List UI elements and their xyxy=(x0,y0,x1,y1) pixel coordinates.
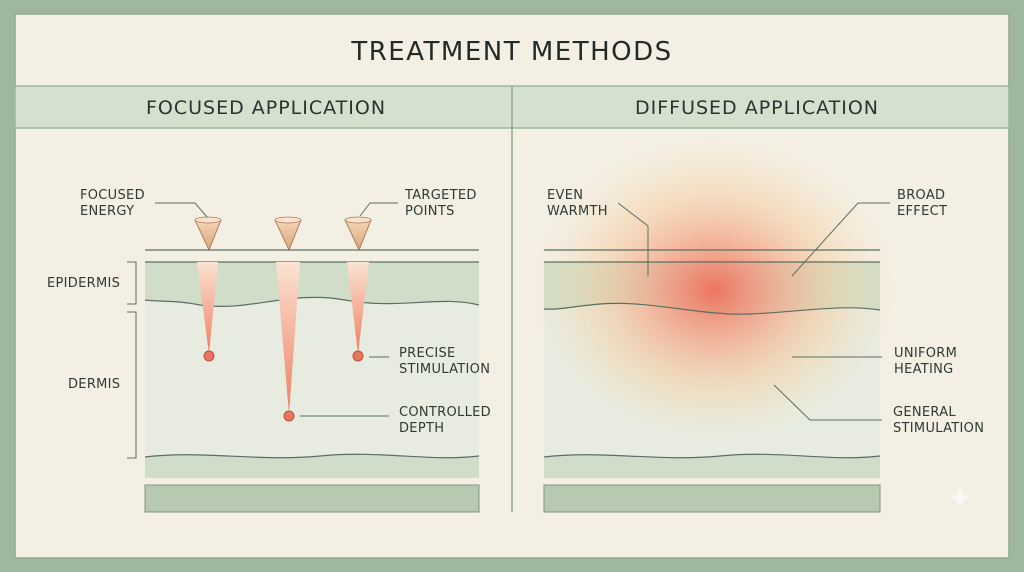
targeted-points-label-line-1: TARGETED xyxy=(404,188,477,203)
diffused-skin-section xyxy=(534,140,894,513)
focused-base-layer xyxy=(144,484,480,513)
general-stimulation-leader xyxy=(773,384,882,421)
general-stimulation-label-line-2: STIMULATION xyxy=(893,421,984,436)
diffused-lower-tissue-band xyxy=(544,454,880,478)
epidermis-label: EPIDERMIS xyxy=(47,276,120,291)
general-stimulation-label-line-1: GENERAL xyxy=(893,405,956,420)
epidermis-bracket xyxy=(127,261,137,305)
even-warmth-label: EVEN WARMTH xyxy=(547,188,608,219)
focused-energy-label-line-2: ENERGY xyxy=(80,204,134,219)
focused-skin-section xyxy=(144,216,480,513)
dermis-bracket xyxy=(127,311,137,459)
sparkle-icon xyxy=(949,486,971,508)
targeted-points-leader xyxy=(359,202,398,217)
focused-energy-label-line-1: FOCUSED xyxy=(80,188,145,203)
focused-energy-leader xyxy=(155,202,208,218)
even-warmth-label-line-2: WARMTH xyxy=(547,204,608,219)
diagram-title: TREATMENT METHODS xyxy=(350,37,672,67)
focused-energy-beam-3 xyxy=(347,262,369,354)
applicator-cone-3-top xyxy=(344,216,372,224)
applicator-cone-2-top xyxy=(274,216,302,224)
uniform-heating-label-line-2: HEATING xyxy=(894,362,954,377)
focused-energy-label: FOCUSED ENERGY xyxy=(80,188,145,219)
even-warmth-label-line-1: EVEN xyxy=(547,188,583,203)
precise-stimulation-label-line-2: STIMULATION xyxy=(399,362,490,377)
diffused-lower-boundary xyxy=(543,453,881,459)
focused-energy-beam-2 xyxy=(276,262,300,414)
focused-lower-tissue-band xyxy=(145,454,479,478)
target-point-2 xyxy=(283,410,295,422)
targeted-points-label-line-2: POINTS xyxy=(405,204,455,219)
target-point-1 xyxy=(203,350,215,362)
controlled-depth-label-line-2: DEPTH xyxy=(399,421,444,436)
broad-effect-label-line-2: EFFECT xyxy=(897,204,947,219)
precise-stimulation-label: PRECISE STIMULATION xyxy=(399,346,490,377)
focused-panel-header: FOCUSED APPLICATION xyxy=(146,97,386,119)
general-stimulation-label: GENERAL STIMULATION xyxy=(893,405,984,436)
applicator-cone-1-top xyxy=(194,216,222,224)
even-warmth-leader xyxy=(617,202,649,276)
focused-epidermis-layer xyxy=(145,262,479,307)
controlled-depth-label: CONTROLLED DEPTH xyxy=(399,405,491,436)
uniform-heating-label: UNIFORM HEATING xyxy=(894,346,957,377)
uniform-heating-label-line-1: UNIFORM xyxy=(894,346,957,361)
target-point-3 xyxy=(352,350,364,362)
broad-effect-leader xyxy=(791,202,890,277)
focused-lower-boundary xyxy=(144,453,480,459)
focused-energy-beam-1 xyxy=(197,262,218,354)
dermis-label: DERMIS xyxy=(68,377,120,392)
broad-effect-label-line-1: BROAD xyxy=(897,188,945,203)
controlled-depth-label-line-1: CONTROLLED xyxy=(399,405,491,420)
diffused-panel-header: DIFFUSED APPLICATION xyxy=(635,97,879,119)
diffused-heat-glow xyxy=(534,140,894,440)
targeted-points-label: TARGETED POINTS xyxy=(404,188,477,219)
broad-effect-label: BROAD EFFECT xyxy=(897,188,947,219)
precise-stimulation-label-line-1: PRECISE xyxy=(399,346,456,361)
diffused-base-layer xyxy=(543,484,881,513)
diffused-epidermis-boundary xyxy=(543,302,881,315)
